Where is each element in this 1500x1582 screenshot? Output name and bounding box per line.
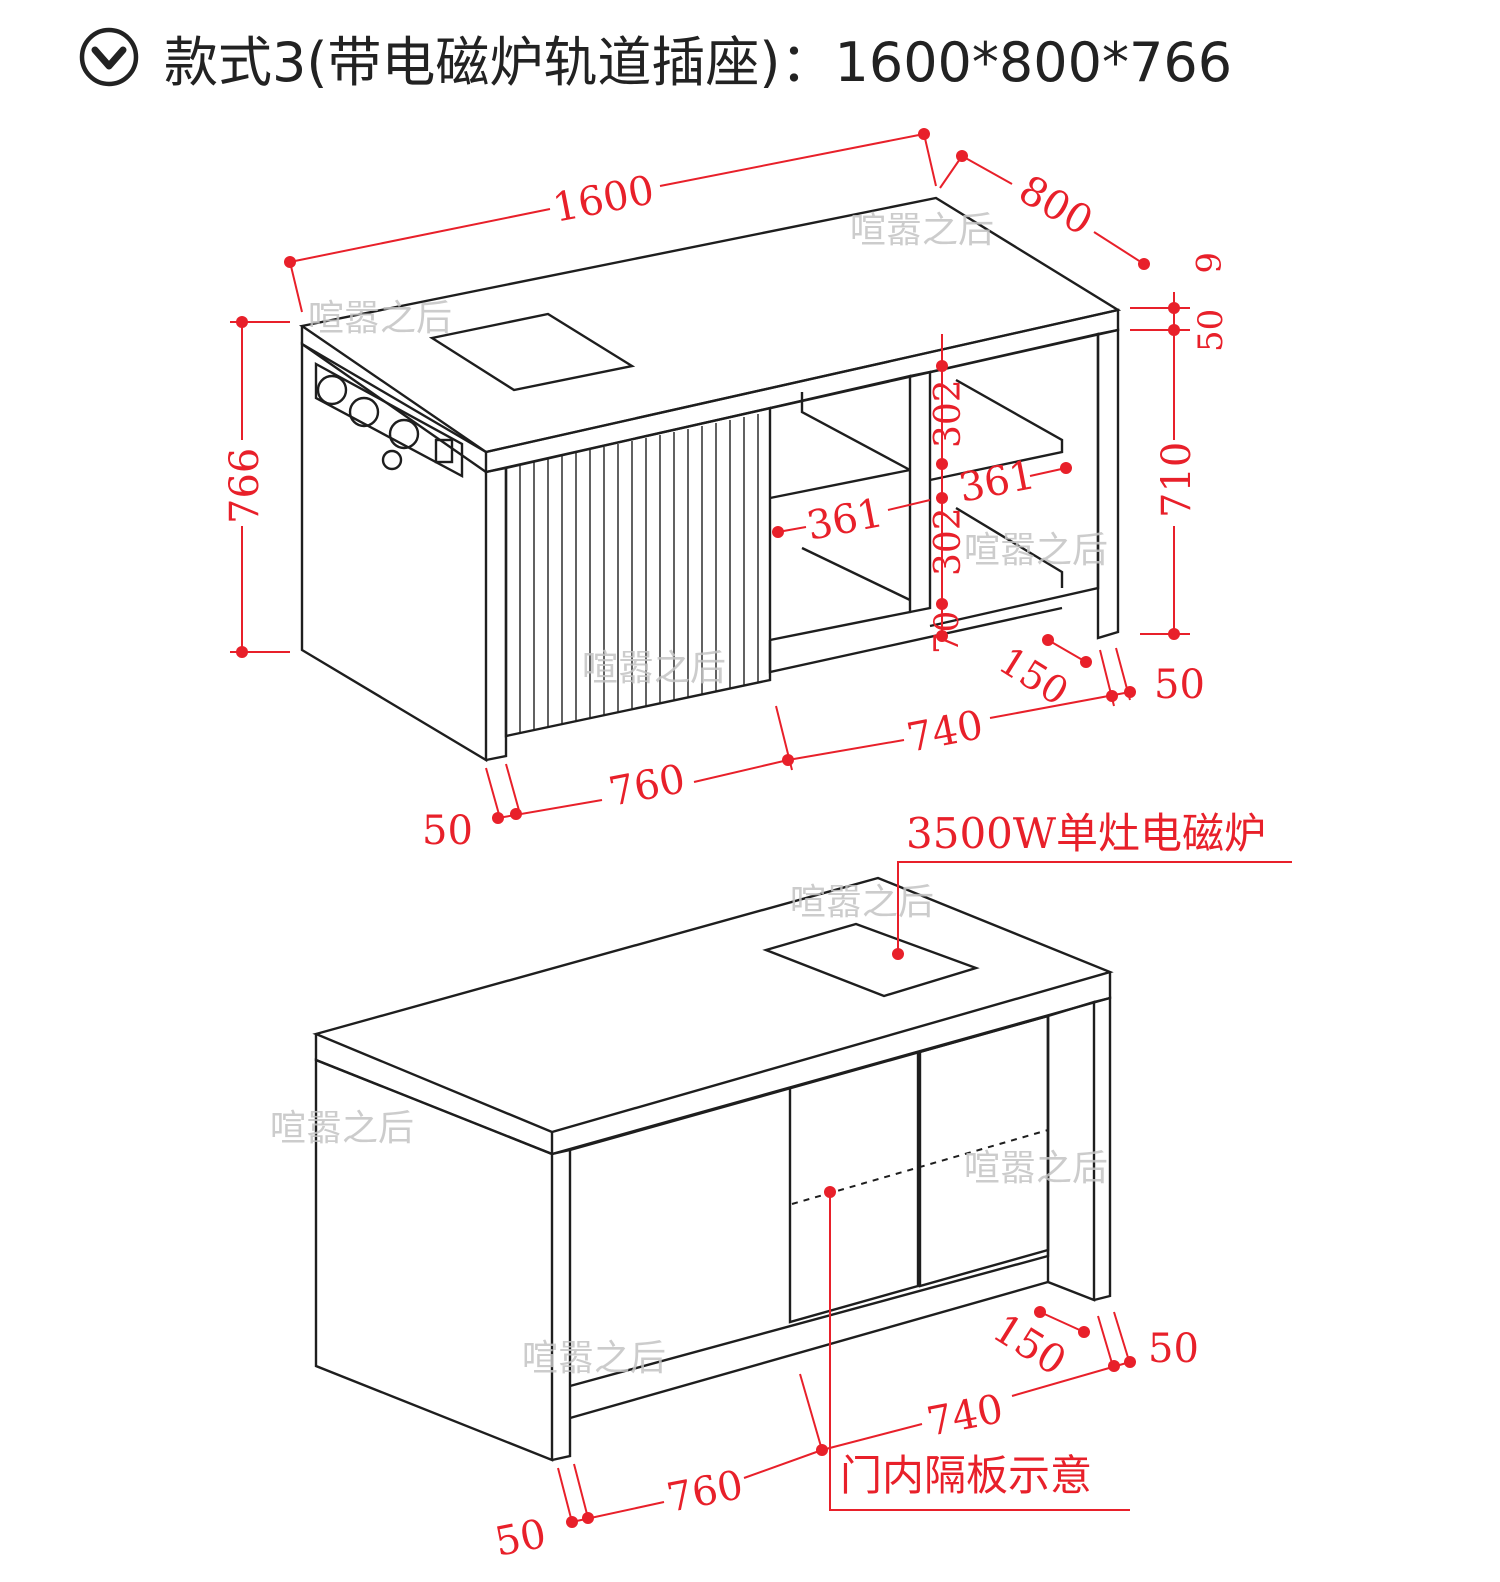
watermark: 喧嚣之后 bbox=[964, 1148, 1108, 1189]
track-socket bbox=[314, 361, 464, 479]
top-cooktop bbox=[428, 312, 636, 392]
top-shelf-left-bay bbox=[769, 374, 912, 642]
dim-top-thickness: 6 bbox=[1187, 252, 1227, 274]
bottom-dim-recess: 150 bbox=[985, 1305, 1074, 1384]
switch-icon bbox=[434, 438, 454, 464]
watermark: 喧嚣之后 bbox=[850, 210, 994, 251]
dim-front-right: 740 bbox=[903, 702, 987, 762]
top-right-end-panel bbox=[1096, 328, 1120, 640]
dim-shelf-height-2: 302 bbox=[928, 507, 969, 576]
top-fluted-door bbox=[504, 406, 772, 738]
dim-shelf-width-2: 361 bbox=[955, 452, 1039, 512]
top-cabinet-view bbox=[298, 196, 1122, 763]
bottom-right-end-edge bbox=[1093, 996, 1112, 1302]
top-dimensions: 1600 800 766 6 50 710 302 302 70 3 bbox=[222, 128, 1231, 854]
header: 款式3(带电磁炉轨道插座)：1600*800*766 bbox=[78, 22, 1232, 94]
dim-depth: 800 bbox=[1011, 167, 1100, 245]
dim-side-height: 710 bbox=[1154, 442, 1200, 518]
cooktop-label: 3500W单灶电磁炉 bbox=[906, 809, 1266, 858]
top-shelf-right-bottom bbox=[955, 506, 1064, 588]
bottom-annotations: 3500W单灶电磁炉 门内隔板示意 150 740 50 760 50 bbox=[491, 809, 1292, 1566]
bottom-dim-leg-left: 50 bbox=[491, 1511, 550, 1566]
bottom-plinth bbox=[569, 1280, 1049, 1420]
partition-label: 门内隔板示意 bbox=[840, 1451, 1092, 1500]
top-shelf-left-back bbox=[800, 392, 911, 472]
dim-top-rail: 50 bbox=[1191, 309, 1231, 352]
top-plinth bbox=[768, 606, 1063, 674]
plug-icon bbox=[381, 449, 403, 471]
top-front-leg bbox=[485, 466, 508, 762]
fluted-door-grooves bbox=[519, 414, 759, 733]
bottom-dim-leg-right: 50 bbox=[1148, 1326, 1199, 1372]
watermark: 喧嚣之后 bbox=[308, 298, 452, 339]
bottom-dim-front-left: 760 bbox=[663, 1462, 747, 1522]
dim-shelf-width-1: 361 bbox=[803, 490, 887, 550]
bottom-dim-front-right: 740 bbox=[923, 1386, 1007, 1446]
partition-dashed-line bbox=[791, 1129, 1049, 1205]
bottom-door-left bbox=[788, 1050, 920, 1324]
chevron-down-circle-icon bbox=[79, 27, 139, 87]
dim-plinth: 70 bbox=[927, 611, 967, 654]
top-shelf-left-middle bbox=[769, 468, 911, 500]
socket-icon bbox=[316, 374, 348, 406]
bottom-countertop-surface bbox=[312, 876, 1114, 1134]
dim-leg-right: 50 bbox=[1154, 662, 1205, 708]
dim-length: 1600 bbox=[549, 167, 658, 232]
track-rail bbox=[314, 361, 464, 479]
watermarks: 喧嚣之后 喧嚣之后 喧嚣之后 喧嚣之后 喧嚣之后 喧嚣之后 喧嚣之后 喧嚣之后 bbox=[270, 210, 1108, 1379]
bottom-cooktop bbox=[762, 922, 980, 998]
top-shelf-divider bbox=[909, 370, 932, 614]
socket-icon bbox=[348, 396, 380, 428]
bottom-front-leg bbox=[551, 1148, 572, 1462]
bottom-countertop-edge bbox=[314, 972, 1112, 1156]
watermark: 喧嚣之后 bbox=[964, 530, 1108, 571]
page-title: 款式3(带电磁炉轨道插座)：1600*800*766 bbox=[164, 30, 1233, 94]
bottom-front-face bbox=[569, 1014, 1050, 1388]
top-shelf-left-bottom-back bbox=[801, 546, 911, 602]
dim-leg-left: 50 bbox=[422, 808, 473, 854]
watermark: 喧嚣之后 bbox=[270, 1108, 414, 1149]
top-shelf-right-middle bbox=[929, 378, 1064, 482]
dim-shelf-height-1: 302 bbox=[928, 379, 969, 448]
watermark: 喧嚣之后 bbox=[790, 882, 934, 923]
dim-front-left: 760 bbox=[605, 756, 689, 816]
socket-icon bbox=[388, 418, 420, 450]
watermark: 喧嚣之后 bbox=[582, 648, 726, 689]
dim-height: 766 bbox=[222, 448, 268, 524]
bottom-cabinet-view bbox=[312, 876, 1114, 1462]
watermark: 喧嚣之后 bbox=[522, 1338, 666, 1379]
